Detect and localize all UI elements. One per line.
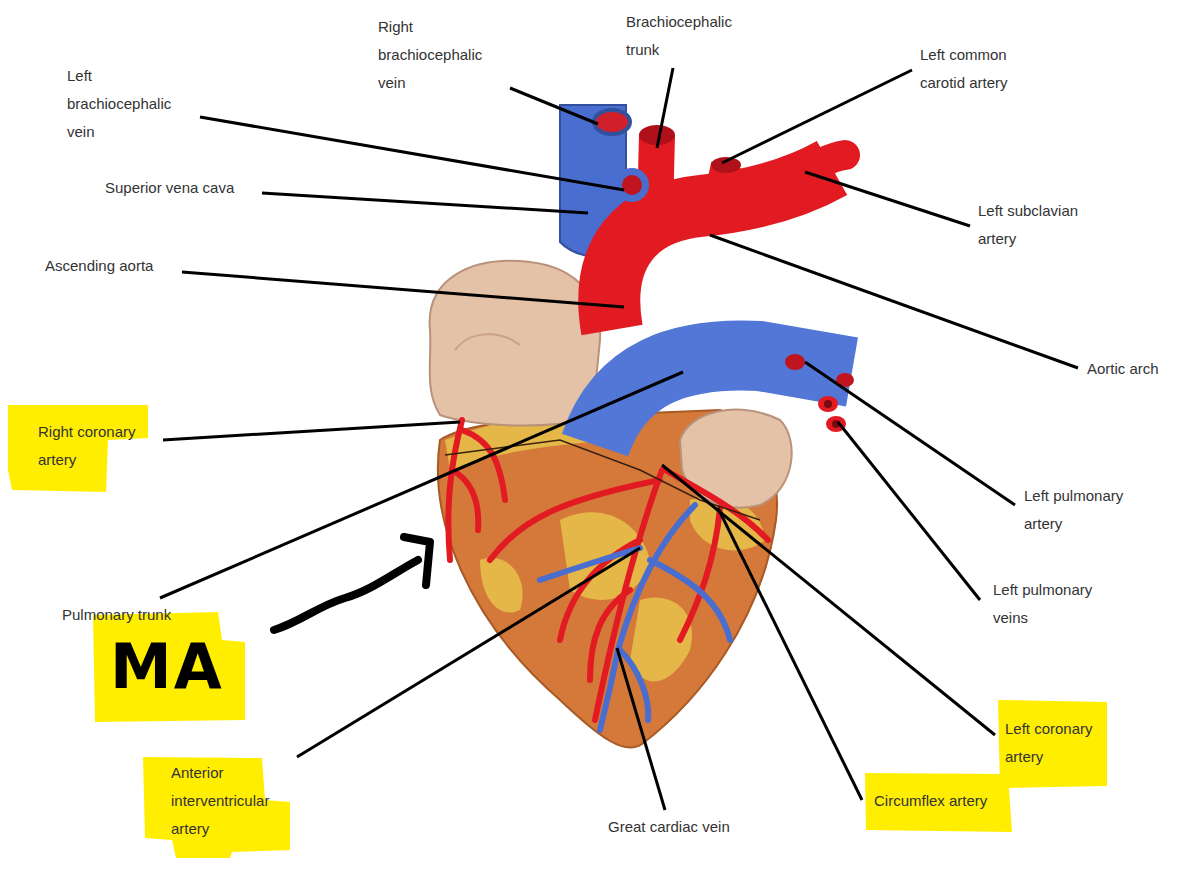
hand-arrow — [274, 537, 430, 630]
part-label: Right coronary artery — [38, 418, 143, 474]
handwritten-note: MA — [110, 632, 224, 702]
part-label: Ascending aorta — [45, 252, 153, 280]
part-label: Left subclavian artery — [978, 197, 1096, 253]
part-label: Left coronary artery — [1005, 715, 1107, 771]
leader-line — [160, 68, 1078, 810]
part-label: Left brachiocephalic vein — [67, 62, 187, 146]
part-label: Circumflex artery — [874, 787, 987, 815]
part-label: Anterior interventricular artery — [171, 759, 286, 843]
part-label: Left common carotid artery — [920, 41, 1045, 97]
part-label: Aortic arch — [1087, 355, 1159, 383]
part-label: Pulmonary trunk — [62, 601, 171, 629]
part-label: Left pulmonary veins — [993, 576, 1111, 632]
part-label: Brachiocephalic trunk — [626, 8, 744, 64]
part-label: Right brachiocephalic vein — [378, 13, 496, 97]
part-label: Superior vena cava — [105, 174, 234, 202]
part-label: Great cardiac vein — [608, 813, 730, 841]
highlight — [8, 405, 1107, 858]
part-label: Left pulmonary artery — [1024, 482, 1142, 538]
